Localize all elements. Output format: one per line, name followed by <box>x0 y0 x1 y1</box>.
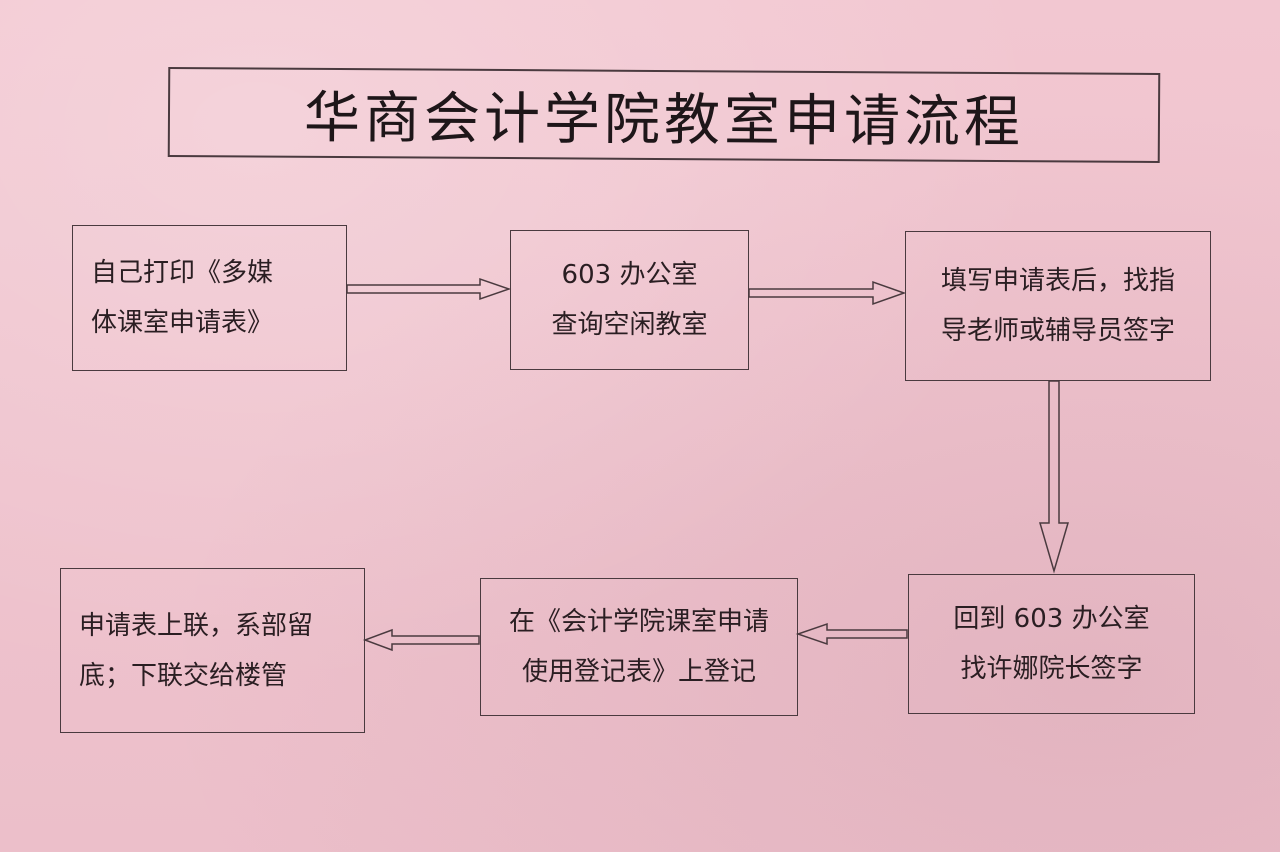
step-1-box: 自己打印《多媒 体课室申请表》 <box>72 225 347 371</box>
arrow-step3-to-step4 <box>1039 380 1069 574</box>
step-3-line-2: 导老师或辅导员签字 <box>940 316 1175 346</box>
arrow-step1-to-step2 <box>346 277 512 301</box>
step-3-line-1: 填写申请表后，找指 <box>940 266 1175 296</box>
arrow-step2-to-step3 <box>748 280 907 306</box>
step-2-line-1: 603 办公室 <box>561 260 698 290</box>
step-2-line-2: 查询空闲教室 <box>551 310 708 340</box>
step-1-line-1: 自己打印《多媒 <box>91 258 274 288</box>
arrow-step4-to-step5 <box>795 622 908 646</box>
step-4-line-1: 回到 603 办公室 <box>953 604 1150 634</box>
step-1-line-2: 体课室申请表》 <box>91 308 274 338</box>
step-6-box: 申请表上联，系部留 底；下联交给楼管 <box>60 568 365 733</box>
step-2-box: 603 办公室 查询空闲教室 <box>510 230 749 370</box>
step-6-line-2: 底；下联交给楼管 <box>79 660 288 691</box>
title-box: 华商会计学院教室申请流程 <box>167 66 1161 164</box>
step-6-line-1: 申请表上联，系部留 <box>79 610 314 641</box>
page-title: 华商会计学院教室申请流程 <box>303 85 1025 155</box>
step-3-box: 填写申请表后，找指 导老师或辅导员签字 <box>905 231 1211 381</box>
step-5-line-1: 在《会计学院课室申请 <box>508 607 769 637</box>
step-5-line-2: 使用登记表》上登记 <box>521 657 756 687</box>
step-5-box: 在《会计学院课室申请 使用登记表》上登记 <box>480 578 798 716</box>
step-4-box: 回到 603 办公室 找许娜院长签字 <box>908 574 1195 714</box>
arrow-step5-to-step6 <box>362 628 480 652</box>
step-4-line-2: 找许娜院长签字 <box>960 654 1143 684</box>
